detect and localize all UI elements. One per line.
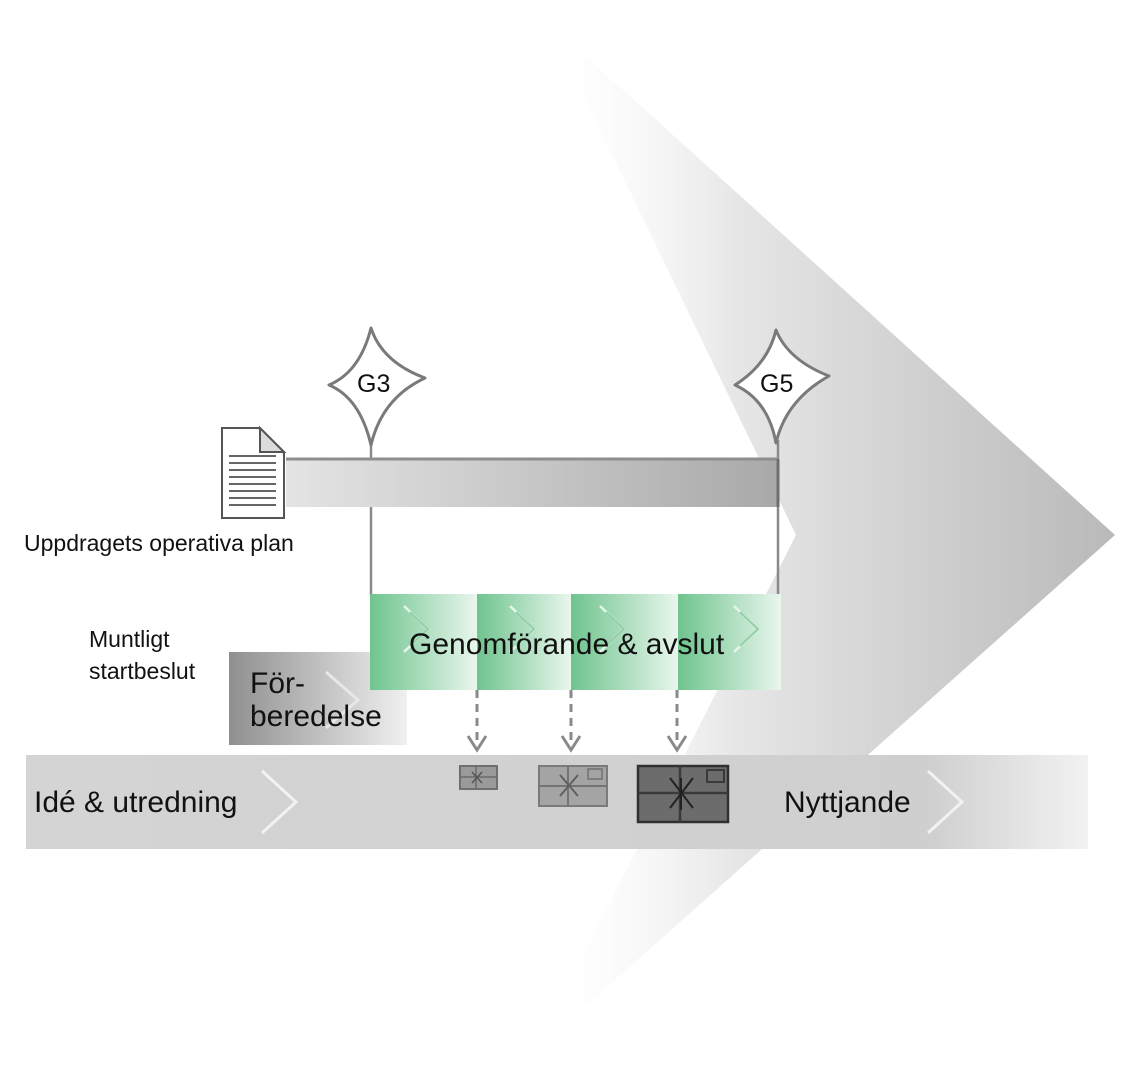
phase-idea-label: Idé & utredning bbox=[34, 786, 237, 819]
deliverable-large bbox=[636, 764, 730, 824]
phase-preparation-label-line1: För- bbox=[250, 667, 305, 700]
gate-g3-label: G3 bbox=[357, 370, 390, 398]
operative-plan-bar bbox=[286, 460, 778, 507]
preparation-chevron-mark bbox=[325, 670, 361, 730]
deliverable-small bbox=[459, 765, 498, 790]
phase-preparation-label-line2: beredelse bbox=[250, 700, 382, 733]
phase-execution-box bbox=[370, 594, 781, 690]
delivery-arrows bbox=[466, 690, 688, 753]
background-chevron bbox=[534, 22, 1115, 1052]
operative-plan-caption: Uppdragets operativa plan bbox=[24, 530, 294, 556]
phase-execution-label: Genomförande & avslut bbox=[409, 628, 725, 661]
deliverable-medium bbox=[538, 765, 608, 807]
gate-g5-label: G5 bbox=[760, 370, 793, 398]
gate-g3-icon bbox=[327, 326, 427, 447]
document-icon bbox=[221, 425, 287, 519]
phase-benefit-label: Nyttjande bbox=[784, 786, 911, 819]
start-decision-line1: Muntligt bbox=[89, 626, 170, 652]
gate-g5-icon bbox=[733, 328, 831, 445]
band-chevron-marks bbox=[260, 769, 965, 835]
start-decision-line2: startbeslut bbox=[89, 658, 196, 684]
